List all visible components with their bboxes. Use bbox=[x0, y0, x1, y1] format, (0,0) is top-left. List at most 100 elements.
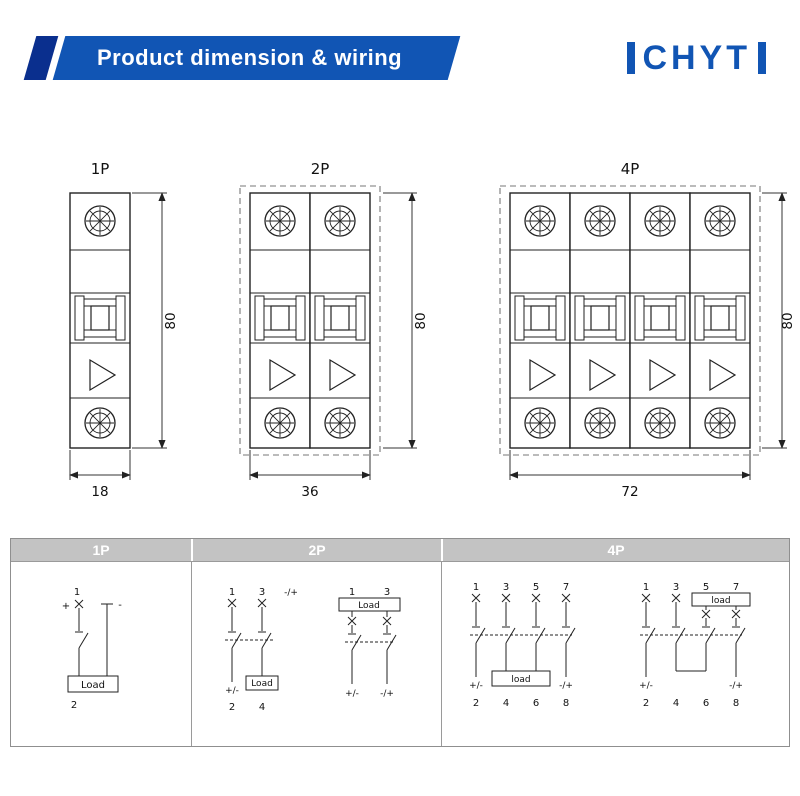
return-wire bbox=[101, 603, 113, 676]
brand-logo: CHYT bbox=[627, 39, 766, 78]
breaker-pole bbox=[689, 192, 751, 449]
terminal-label-4: 4 bbox=[672, 698, 678, 709]
terminal-label-3: 3 bbox=[258, 587, 264, 598]
breaker-switch-symbols bbox=[469, 602, 575, 677]
load-box bbox=[67, 675, 119, 693]
load-box bbox=[691, 592, 750, 607]
breaker-pole bbox=[309, 192, 371, 449]
polarity-right: -/+ bbox=[559, 681, 573, 691]
load-label: load bbox=[711, 596, 730, 606]
logo-bar-left-icon bbox=[627, 42, 636, 74]
dimension-drawing-2p: 2P 80 36 bbox=[239, 160, 429, 500]
table-header-1p: 1P bbox=[11, 539, 191, 561]
assembly-outline bbox=[499, 185, 761, 456]
banner-body: Product dimension & wiring bbox=[52, 36, 461, 80]
breaker-pole bbox=[569, 192, 631, 449]
assembly-outline bbox=[239, 185, 381, 456]
dimension-drawing-1p: 1P 80 18 bbox=[69, 160, 179, 500]
terminal-label-6: 6 bbox=[532, 698, 538, 709]
page-header: Product dimension & wiring CHYT bbox=[0, 0, 800, 80]
wiring-2p-diagram-b: 1 3 Load bbox=[338, 587, 400, 699]
load-box bbox=[245, 675, 278, 691]
polarity-top: -/+ bbox=[284, 588, 298, 598]
dimension-height-2p: 80 bbox=[383, 192, 429, 449]
page-title: Product dimension & wiring bbox=[97, 45, 403, 70]
terminal-label-7: 7 bbox=[562, 582, 568, 593]
breaker-pole bbox=[629, 192, 691, 449]
polarity-right: -/+ bbox=[380, 689, 394, 699]
load-label: load bbox=[511, 675, 530, 685]
breaker-pole bbox=[509, 192, 571, 449]
polarity-bottom: +/- bbox=[225, 686, 239, 696]
load-label: Load bbox=[358, 601, 380, 611]
terminal-label-3: 3 bbox=[502, 582, 508, 593]
terminal-label-5: 5 bbox=[532, 582, 538, 593]
terminal-label-2: 2 bbox=[642, 698, 648, 709]
terminal-label-1: 1 bbox=[642, 582, 648, 593]
wiring-2p-diagram-a: 1 3 -/+ bbox=[224, 587, 298, 713]
dimension-height-1p: 80 bbox=[132, 192, 179, 449]
polarity-plus: + bbox=[62, 601, 70, 612]
title-banner: Product dimension & wiring bbox=[23, 36, 461, 80]
dimension-width-2p: 36 bbox=[249, 450, 371, 500]
terminal-mark bbox=[74, 599, 84, 609]
terminal-label-3: 3 bbox=[672, 582, 678, 593]
terminal-label-7: 7 bbox=[732, 582, 738, 593]
table-header-4p: 4P bbox=[441, 539, 789, 561]
polarity-right: -/+ bbox=[729, 681, 743, 691]
breaker-switch-symbols bbox=[344, 625, 396, 684]
dim-height-value: 80 bbox=[163, 312, 179, 329]
load-label: Load bbox=[81, 680, 105, 691]
terminal-label-1: 1 bbox=[348, 587, 354, 598]
load-box bbox=[491, 670, 550, 687]
dim-width-value: 36 bbox=[301, 484, 318, 500]
logo-bar-right-icon bbox=[758, 42, 766, 74]
breaker-pole bbox=[249, 192, 311, 449]
dimension-width-4p: 72 bbox=[509, 450, 751, 500]
breaker-pole bbox=[69, 192, 131, 449]
wiring-4p-diagram-a: 1 3 5 7 bbox=[469, 582, 575, 709]
wiring-table-body: 1 + - Load 2 bbox=[11, 561, 789, 746]
breaker-switch-symbols bbox=[224, 607, 273, 682]
load-box bbox=[338, 597, 400, 612]
wiring-cell-2p: 1 3 -/+ bbox=[191, 562, 441, 746]
dim-height-value: 80 bbox=[780, 312, 796, 329]
breaker-switch-symbols bbox=[639, 602, 745, 677]
terminal-marks bbox=[641, 593, 740, 619]
terminal-marks bbox=[227, 598, 266, 608]
terminal-label-3: 3 bbox=[383, 587, 389, 598]
table-header-2p: 2P bbox=[191, 539, 441, 561]
drawing-label-1p: 1P bbox=[91, 160, 110, 178]
dim-width-value: 72 bbox=[621, 484, 638, 500]
wiring-cell-4p: 1 3 5 7 bbox=[441, 562, 789, 746]
terminal-label-5: 5 bbox=[702, 582, 708, 593]
drawing-label-4p: 4P bbox=[621, 160, 640, 178]
load-label: Load bbox=[251, 679, 273, 689]
dimension-height-4p: 80 bbox=[762, 192, 796, 449]
terminal-label-2: 2 bbox=[472, 698, 478, 709]
polarity-minus: - bbox=[118, 600, 122, 611]
terminal-label-6: 6 bbox=[702, 698, 708, 709]
terminal-label-1: 1 bbox=[228, 587, 234, 598]
wiring-table: 1P 2P 4P 1 + bbox=[10, 538, 790, 747]
wiring-cell-1p: 1 + - Load 2 bbox=[11, 562, 191, 746]
wiring-4p-diagram-b: 1 3 5 7 load bbox=[639, 582, 750, 709]
terminal-label-2: 2 bbox=[71, 700, 77, 711]
polarity-left: +/- bbox=[469, 681, 483, 691]
terminal-marks bbox=[471, 593, 570, 603]
terminal-label-1: 1 bbox=[74, 587, 80, 598]
polarity-left: +/- bbox=[345, 689, 359, 699]
banner-accent-shape bbox=[23, 36, 59, 80]
terminal-label-8: 8 bbox=[562, 698, 568, 709]
terminal-label-2: 2 bbox=[228, 702, 234, 713]
terminal-label-8: 8 bbox=[732, 698, 738, 709]
wiring-diagram-2p: 1 3 -/+ bbox=[224, 587, 400, 713]
terminal-label-1: 1 bbox=[472, 582, 478, 593]
terminal-marks bbox=[347, 611, 391, 626]
dimension-drawings-section: 1P 80 18 2P 80 36 bbox=[0, 158, 800, 510]
breaker-switch-symbol bbox=[75, 608, 89, 676]
wiring-diagram-4p: 1 3 5 7 bbox=[469, 582, 750, 709]
dim-height-value: 80 bbox=[413, 312, 429, 329]
logo-text: CHYT bbox=[642, 38, 751, 77]
terminal-label-4: 4 bbox=[258, 702, 264, 713]
